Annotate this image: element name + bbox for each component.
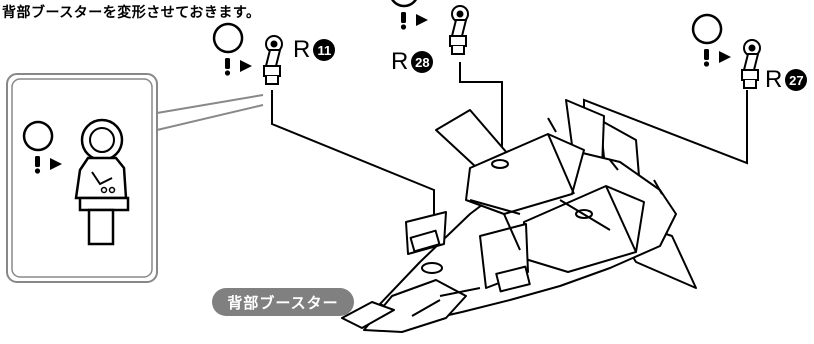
back-booster-callout: 背部ブースター [212, 288, 354, 316]
instruction-heading: 背部ブースターを変形させておきます。 [2, 5, 261, 21]
caution-icon [691, 13, 733, 68]
caution-icon [212, 22, 254, 77]
part-label-r27: R 27 [765, 68, 808, 92]
hinge-part-icon [741, 39, 761, 89]
part-label-r11: R 11 [293, 38, 336, 62]
hinge-part-icon [263, 35, 283, 85]
hinge-part-icon [449, 5, 469, 55]
fighter-aircraft-illustration [341, 99, 697, 333]
part-label-r28: R 28 [391, 50, 434, 74]
detail-zoom-box [6, 73, 264, 283]
caution-icon [388, 0, 430, 31]
